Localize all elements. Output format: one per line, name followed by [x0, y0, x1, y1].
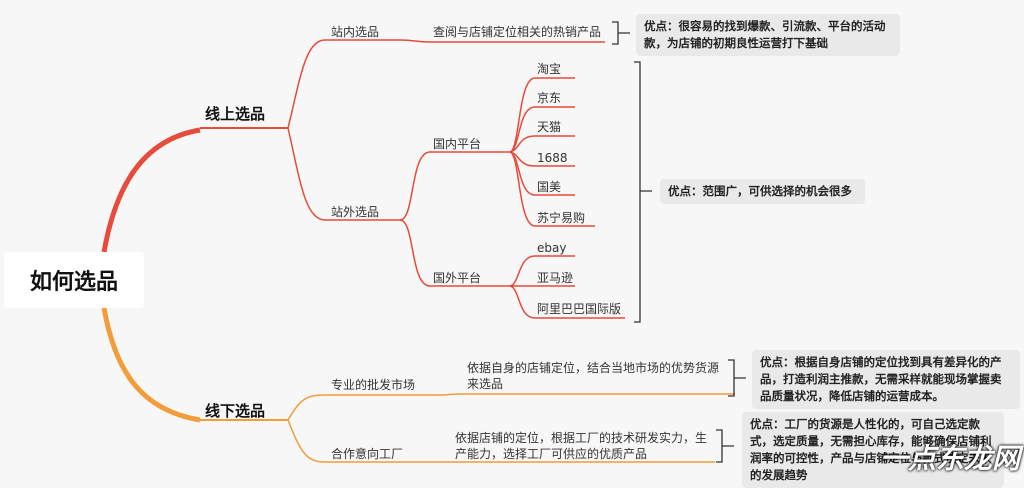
bracket-factory [716, 429, 734, 463]
item-domestic[interactable]: 淘宝 [537, 62, 562, 76]
note-in-site: 优点：很容易的找到爆款、引流款、平台的活动款，为店铺的初期良性运营打下基础 [636, 14, 900, 56]
bracket-in-site [612, 21, 630, 45]
item-domestic[interactable]: 国美 [537, 180, 562, 194]
root-node[interactable]: 如何选品 [4, 252, 144, 308]
node-wholesale[interactable]: 专业的批发市场 [331, 378, 416, 392]
bracket-wholesale [728, 359, 746, 397]
node-offline[interactable]: 线下选品 [205, 402, 266, 420]
item-foreign[interactable]: 阿里巴巴国际版 [537, 302, 622, 316]
note-factory: 优点：工厂的货源是人性化的，可自己选定款式，选定质量，无需担心库存，能够确保店铺… [742, 412, 1004, 488]
node-off-site[interactable]: 站外选品 [331, 205, 380, 219]
node-domestic[interactable]: 国内平台 [433, 137, 482, 151]
node-foreign[interactable]: 国外平台 [433, 271, 482, 285]
branch-root-online [101, 127, 201, 253]
node-factory-detail[interactable]: 依据店铺的定位，根据工厂的技术研发实力，生产能力，选择工厂可供应的优质产品 [455, 431, 708, 461]
item-domestic[interactable]: 1688 [537, 151, 568, 165]
node-online[interactable]: 线上选品 [205, 105, 266, 123]
node-in-site-detail[interactable]: 查阅与店铺定位相关的热销产品 [433, 25, 602, 39]
branch-root-offline [101, 307, 201, 423]
item-foreign[interactable]: 亚马逊 [537, 271, 574, 285]
note-off-site: 优点：范围广，可供选择的机会很多 [660, 179, 865, 204]
note-wholesale: 优点：根据自身店铺的定位找到具有差异化的产品，打造利润主推款，无需采样就能现场掌… [752, 350, 1020, 409]
watermark-logo: 一点东龙网 [879, 442, 1020, 475]
node-factory[interactable]: 合作意向工厂 [331, 447, 404, 461]
bracket-off-site [634, 61, 652, 323]
node-in-site[interactable]: 站内选品 [331, 25, 380, 39]
item-domestic[interactable]: 天猫 [537, 120, 562, 134]
node-wholesale-detail[interactable]: 依据自身的店铺定位，结合当地市场的优势货源来选品 [467, 361, 720, 391]
item-domestic[interactable]: 苏宁易购 [537, 211, 586, 225]
item-domestic[interactable]: 京东 [537, 91, 562, 105]
item-foreign[interactable]: ebay [537, 241, 567, 255]
